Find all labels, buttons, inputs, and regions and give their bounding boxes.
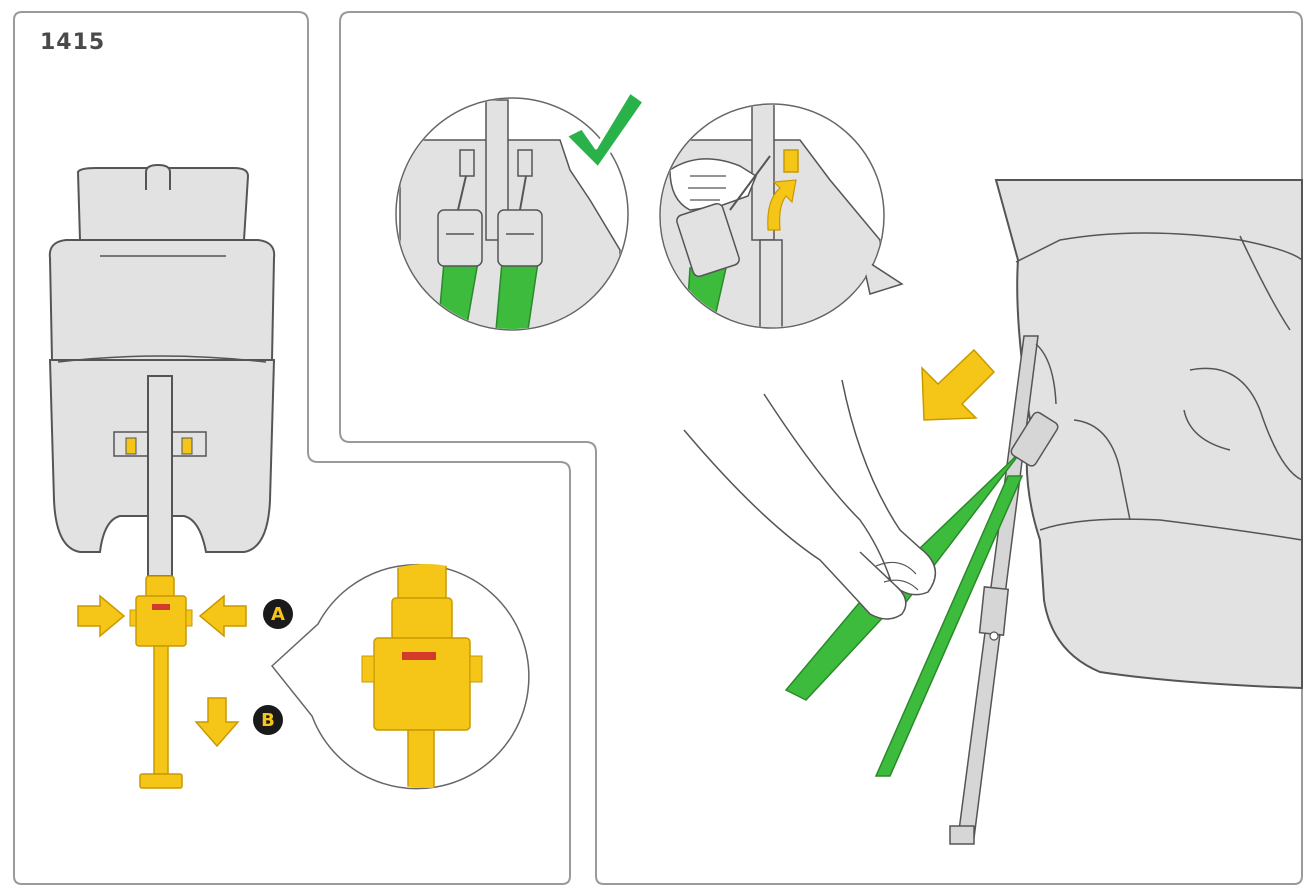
attach-hook-detail	[660, 100, 902, 340]
leg-adjust-button	[136, 596, 186, 646]
arrow-down-icon	[196, 698, 238, 746]
marker-b-label: B	[261, 710, 275, 731]
marker-a: A	[263, 599, 293, 629]
isofix-indicator-right	[182, 438, 192, 454]
leg-button-zoom-callout	[272, 560, 529, 800]
support-leg-upper	[148, 376, 172, 576]
correct-connection-detail	[396, 98, 628, 330]
seat-base-illustration	[50, 165, 274, 788]
hand-illustration	[684, 380, 935, 619]
marker-b: B	[253, 705, 283, 735]
support-leg-lower	[154, 646, 168, 774]
arrow-right-icon	[78, 596, 124, 636]
arrow-left-icon	[200, 596, 246, 636]
arrow-down-left-icon	[922, 350, 994, 420]
support-leg-foot	[140, 774, 182, 788]
seat-backrest	[50, 240, 274, 360]
isofix-indicator-left	[126, 438, 136, 454]
step-number: 1415	[40, 30, 105, 55]
red-indicator	[152, 604, 170, 610]
marker-a-label: A	[271, 604, 285, 625]
